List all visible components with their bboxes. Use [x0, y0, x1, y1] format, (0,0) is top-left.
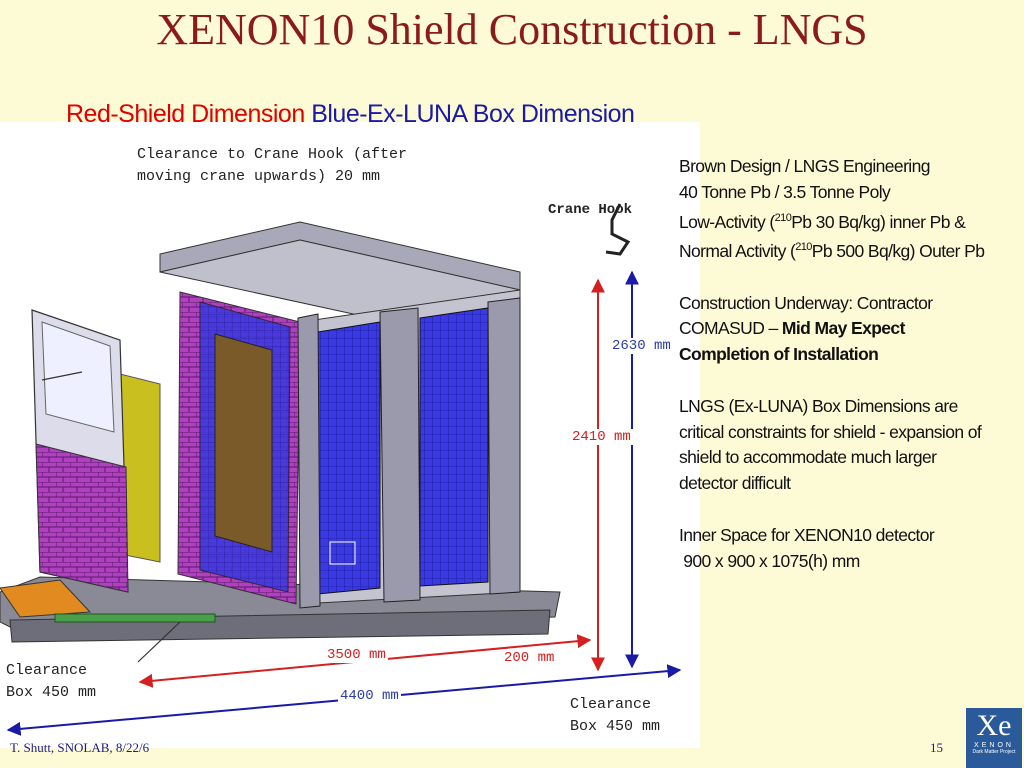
page-number: 15 — [930, 740, 943, 755]
pillar — [297, 313, 321, 609]
blue-panel-left — [317, 321, 381, 595]
door-frame-inner — [41, 321, 115, 433]
crane-hook-label: Crane Hook — [548, 202, 633, 218]
clearance-right-line1: Clearance — [570, 696, 652, 713]
clearance-left-label: Clearance Box 450 mm — [6, 660, 96, 704]
logo-name: XENON — [974, 742, 1014, 749]
note-line: Brown Design / LNGS Engineering — [679, 156, 930, 176]
note-line: Construction Underway: Contractor — [679, 292, 933, 313]
note-line: Inner Space for XENON10 detector — [679, 524, 935, 545]
note-line: LNGS (Ex-LUNA) Box Dimensions are — [679, 395, 958, 416]
slide-title: XENON10 Shield Construction - LNGS — [156, 5, 868, 54]
green-rail — [54, 613, 216, 623]
logo-tagline: Dark Matter Project — [972, 749, 1016, 755]
door-pointer — [41, 371, 83, 381]
note-line: critical constraints for shield - expans… — [679, 421, 982, 442]
crane-hook-shape — [605, 203, 631, 256]
shield-figure-panel: Clearance to Crane Hook (after moving cr… — [0, 122, 700, 748]
clearance-right-line2: Box 450 mm — [570, 718, 661, 735]
dim-label-2410: 2410 mm — [570, 429, 633, 445]
dim-label-200: 200 mm — [502, 650, 557, 666]
note-line: Normal Activity (210Pb 500 Bq/kg) Outer … — [679, 241, 985, 262]
xenon-logo: Xe XENON Dark Matter Project — [966, 708, 1022, 768]
clearance-left-line2: Box 450 mm — [6, 684, 97, 701]
note-line: 900 x 900 x 1075(h) mm — [679, 550, 860, 571]
note-line: COMASUD – Mid May Expect — [679, 318, 905, 339]
pillar — [379, 307, 421, 603]
note-line: Completion of Installation — [679, 344, 879, 365]
dim-label-3500: 3500 mm — [325, 647, 388, 663]
blue-panel-right — [419, 307, 489, 587]
footer-author: T. Shutt, SNOLAB, 8/22/6 — [10, 740, 150, 755]
note-line: detector difficult — [679, 473, 791, 494]
inner-marker — [329, 541, 356, 565]
clearance-top-line2: moving crane upwards) 20 mm — [137, 168, 381, 185]
note-line: Low-Activity (210Pb 30 Bq/kg) inner Pb & — [679, 211, 966, 232]
clearance-left-line1: Clearance — [6, 662, 88, 679]
pillar — [487, 297, 521, 595]
clearance-pointer — [137, 621, 181, 663]
clearance-right-label: Clearance Box 450 mm — [570, 694, 660, 738]
shield-drawing — [0, 203, 682, 736]
clearance-top-line1: Clearance to Crane Hook (after — [137, 146, 408, 163]
clearance-to-crane-label: Clearance to Crane Hook (after moving cr… — [137, 144, 407, 188]
note-line: 40 Tonne Pb / 3.5 Tonne Poly — [679, 181, 891, 202]
note-line: shield to accommodate much larger — [679, 447, 937, 468]
dim-label-4400: 4400 mm — [338, 688, 401, 704]
logo-symbol: Xe — [976, 709, 1012, 742]
dim-label-2630: 2630 mm — [610, 338, 673, 354]
orange-plate — [0, 579, 92, 618]
door-bricks — [35, 443, 129, 593]
shield-opening — [214, 333, 273, 553]
notes-text: Brown Design / LNGS Engineering 40 Tonne… — [679, 154, 1019, 574]
